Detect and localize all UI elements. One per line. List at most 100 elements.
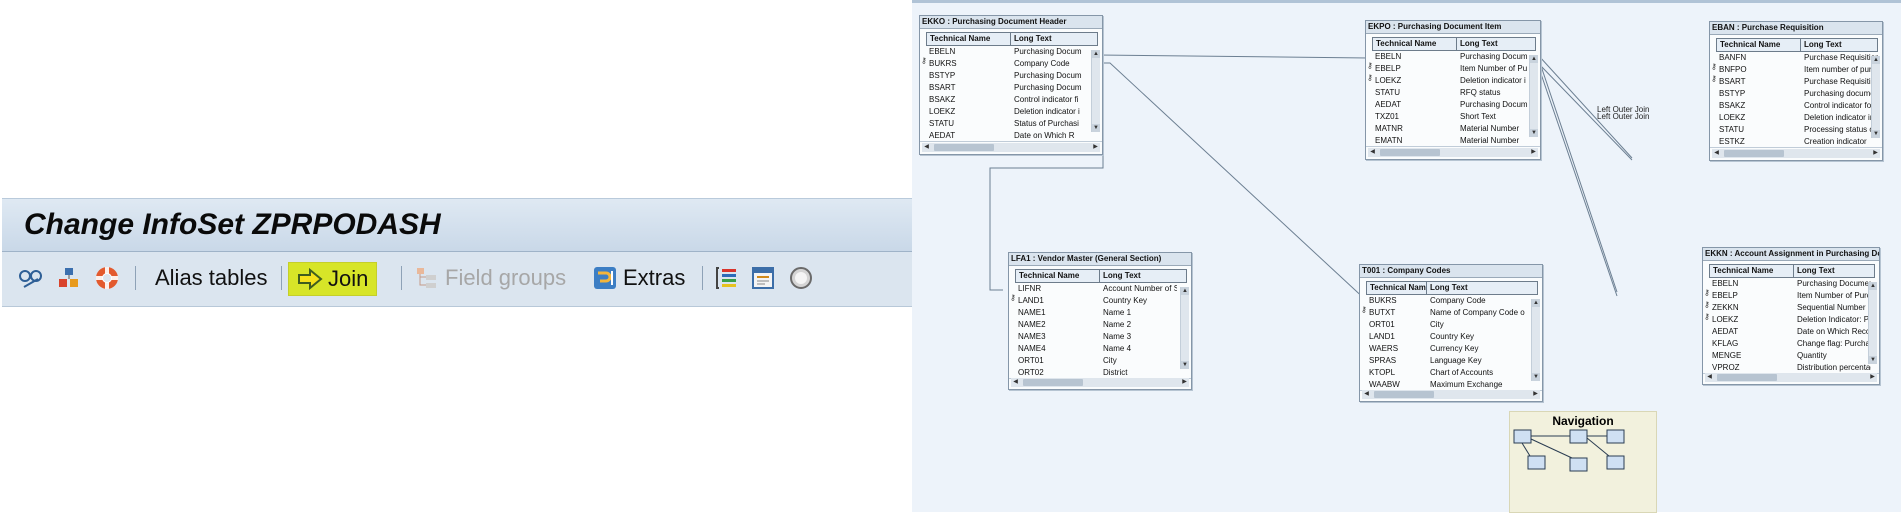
join-type-label: Left Outer Join [1597, 112, 1650, 121]
table-title: EKPO : Purchasing Document Item [1366, 21, 1540, 34]
horizontal-scrollbar[interactable]: ◀▶ [922, 143, 1100, 152]
form-icon [750, 265, 776, 291]
key-icon: ⚷ [1704, 288, 1710, 297]
horizontal-scrollbar[interactable]: ◀▶ [1362, 390, 1540, 399]
extras-button[interactable]: Extras [592, 262, 685, 294]
infoset-header-panel: Change InfoSet ZPRPODASH Alias tables [0, 0, 912, 512]
join-diagram-canvas[interactable]: Left Outer Join Left Outer Join EKKO : P… [912, 0, 1901, 512]
vertical-scrollbar[interactable]: ▲▼ [1871, 56, 1880, 138]
join-label: Join [328, 266, 369, 291]
key-icon: ⚷ [1711, 62, 1717, 71]
title-bar: Change InfoSet ZPRPODASH [2, 198, 912, 252]
glasses-button[interactable] [18, 262, 44, 294]
horizontal-scrollbar[interactable]: ◀▶ [1712, 149, 1880, 158]
extras-icon [592, 265, 618, 291]
table-title: EKKN : Account Assignment in Purchasing … [1703, 248, 1879, 261]
list-color-button[interactable] [714, 262, 740, 294]
navigation-overview[interactable]: Navigation [1509, 411, 1657, 513]
alias-tables-label: Alias tables [155, 265, 268, 290]
hierarchy-button[interactable] [56, 262, 82, 294]
vertical-scrollbar[interactable]: ▲▼ [1531, 299, 1540, 381]
table-eban[interactable]: EBAN : Purchase Requisition Technical Na… [1709, 21, 1883, 161]
vertical-scrollbar[interactable]: ▲▼ [1180, 287, 1189, 369]
key-icon: ⚷ [1367, 73, 1373, 82]
join-line-ekko-ekpo [1097, 54, 1369, 59]
table-title: EKKO : Purchasing Document Header [920, 16, 1102, 29]
horizontal-scrollbar[interactable]: ◀▶ [1705, 373, 1877, 382]
extras-label: Extras [623, 265, 686, 290]
navigation-minimap[interactable] [1510, 412, 1656, 512]
arrow-right-icon [297, 266, 323, 292]
join-button[interactable]: Join [288, 262, 378, 296]
table-ekpo[interactable]: EKPO : Purchasing Document Item Technica… [1365, 20, 1541, 160]
horizontal-scrollbar[interactable]: ◀▶ [1368, 148, 1538, 157]
horizontal-scrollbar[interactable]: ◀▶ [1011, 378, 1189, 387]
vertical-scrollbar[interactable]: ▲▼ [1091, 50, 1100, 132]
vertical-scrollbar[interactable]: ▲▼ [1868, 282, 1877, 364]
circle-button[interactable] [788, 262, 814, 294]
table-lfa1[interactable]: LFA1 : Vendor Master (General Section) T… [1008, 252, 1192, 390]
table-ekko[interactable]: EKKO : Purchasing Document Header Techni… [919, 15, 1103, 155]
help-button[interactable] [94, 262, 120, 294]
form-button[interactable] [750, 262, 776, 294]
alias-tables-button[interactable]: Alias tables [155, 262, 268, 294]
key-icon: ⚷ [1711, 74, 1717, 83]
field-groups-button[interactable]: Field groups [414, 262, 566, 294]
table-ekkn[interactable]: EKKN : Account Assignment in Purchasing … [1702, 247, 1880, 385]
hierarchy-icon [56, 265, 82, 291]
join-line-ekpo-eban-2 [1538, 63, 1633, 161]
vertical-scrollbar[interactable]: ▲▼ [1529, 55, 1538, 137]
